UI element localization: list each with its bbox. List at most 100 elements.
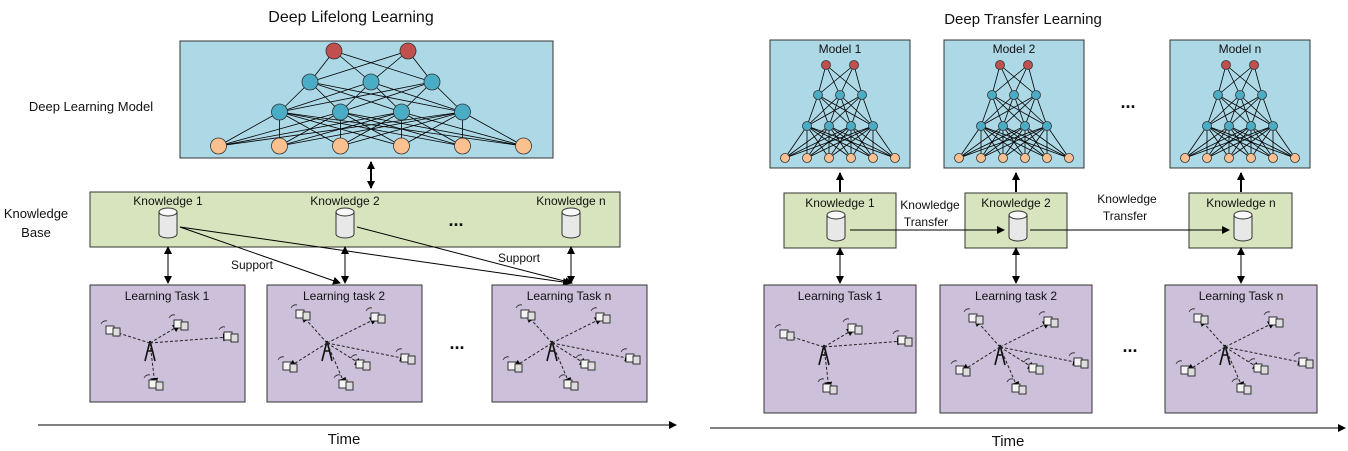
network-edge [806,94,863,127]
device-icon [1293,352,1314,369]
network-edge [825,64,863,96]
left-neural-network [210,42,532,155]
network-node [868,121,878,131]
device-icon [395,348,416,365]
wireless-link [551,342,571,386]
network-node [802,121,812,131]
right-task-2-label: Learning task 2 [975,289,1057,303]
network-node [857,90,867,100]
right-task-box-1 [763,284,917,414]
support-line [179,226,571,286]
network-edge [218,111,341,147]
network-node [1180,153,1190,163]
network-edge [806,125,874,159]
network-edge [817,64,827,96]
left-task-2-label: Learning task 2 [303,289,385,303]
right-database-icon-1 [826,210,846,242]
network-edge [828,94,863,127]
wireless-link [149,342,159,386]
left-knowledge-1-label: Knowledge 1 [133,194,203,208]
network-edge [218,111,280,147]
device-icon [333,374,354,391]
cell-tower-icon [818,344,830,366]
network-edge [806,94,841,127]
network-edge [1250,94,1263,127]
network-node [1257,90,1267,100]
network-node [454,103,471,121]
network-node [1009,90,1019,100]
network-node [515,137,532,155]
wireless-link [149,324,181,344]
device-icon [290,304,311,321]
left-database-icon-2 [335,207,355,239]
network-node [454,137,471,155]
network-edge [333,50,433,83]
network-node [1224,153,1234,163]
left-knowledge-2-label: Knowledge 2 [310,194,380,208]
device-icon [218,326,239,343]
network-node [976,121,986,131]
network-node [1023,60,1033,70]
right-database-icon-n [1233,210,1253,242]
network-node [1246,153,1256,163]
right-network-scene-1 [774,318,913,395]
device-icon [168,314,189,331]
network-node [1042,121,1052,131]
wireless-link [551,342,633,362]
network-node [849,60,859,70]
left-task-n-label: Learning Task n [527,289,612,303]
network-node [1235,90,1245,100]
network-node [1221,60,1231,70]
network-edge [1002,94,1037,127]
network-node [399,42,417,60]
network-edge [1239,64,1255,96]
network-node [995,60,1005,70]
right-knowledge-n-label: Knowledge n [1206,196,1275,210]
right-task-box-2 [939,284,1093,414]
device-icon [1006,378,1027,395]
network-node [846,121,856,131]
network-edge [999,64,1037,96]
network-edge [958,125,1026,159]
network-node [1213,90,1223,100]
network-edge [980,94,1037,127]
kb-label-line2: Base [21,225,51,240]
wireless-link [288,342,328,368]
network-node [423,73,441,91]
support-line [179,226,341,285]
network-node [1064,153,1074,163]
wireless-link [1224,321,1276,348]
network-edge [1253,64,1263,96]
network-node [301,73,319,91]
network-edge [853,64,863,96]
network-node [1202,153,1212,163]
wireless-link [513,342,553,368]
device-icon [1248,358,1269,375]
right-model-2-label: Model 2 [993,42,1036,56]
network-edge [828,125,874,159]
device-icon [515,304,536,321]
network-node [210,137,227,155]
network-edge [1217,64,1255,96]
network-edge [1225,64,1241,96]
wireless-link [823,337,905,348]
device-icon [1023,358,1044,375]
device-icon [1068,352,1089,369]
left-network-scene-2 [277,304,416,391]
network-edge [279,81,433,113]
network-edge [1024,125,1048,159]
network-node [846,153,856,163]
device-icon [1038,311,1059,328]
transfer-label-2-line2: Transfer [1103,209,1147,223]
left-model-box [179,40,554,159]
network-edge [958,125,1004,159]
network-edge [1228,94,1263,127]
network-edge [218,111,463,147]
wireless-link [111,329,151,344]
wireless-link [999,346,1019,390]
network-node [1290,153,1300,163]
wireless-link [961,346,1001,372]
left-task-box-1 [89,284,246,403]
right-model-n-label: Model n [1219,42,1262,56]
